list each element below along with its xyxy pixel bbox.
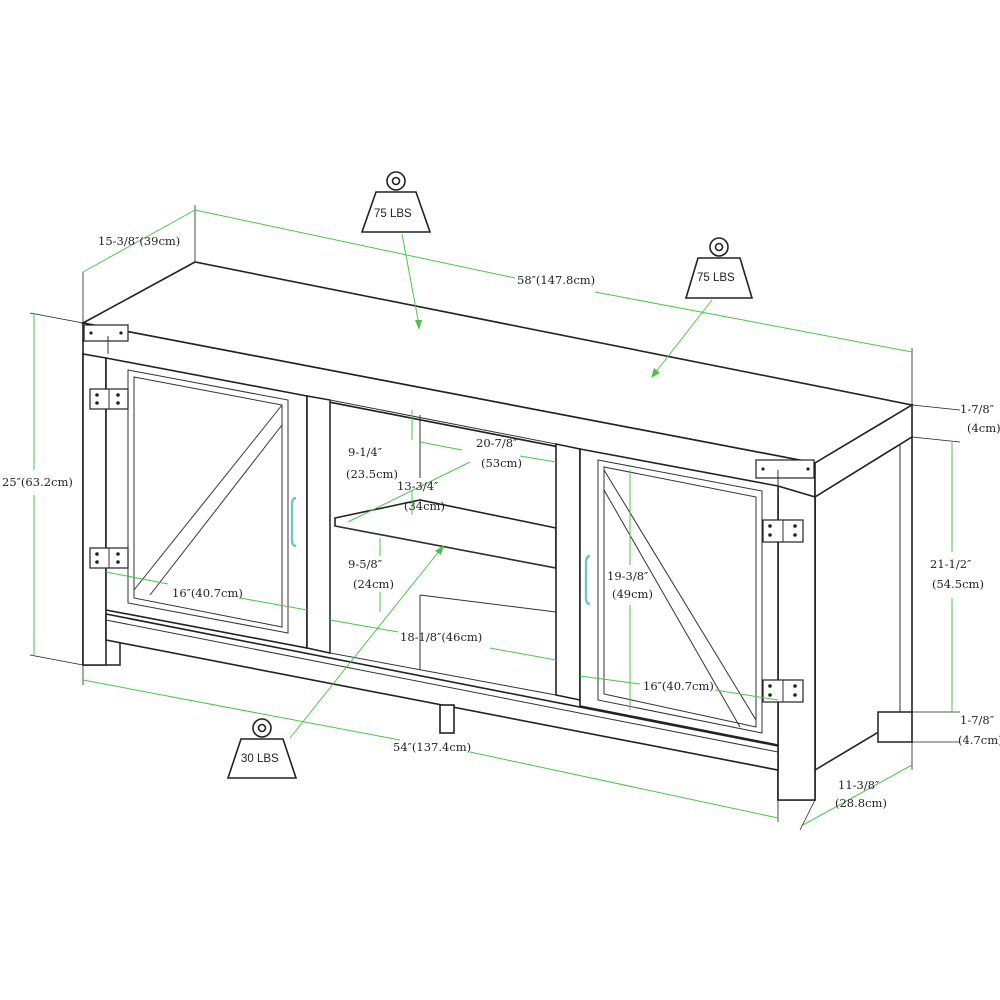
label-shelf-depth: 13-3/4″ xyxy=(397,479,439,493)
label-upper-shelf-height: 9-1/4″ xyxy=(348,445,383,459)
label-left-door-width: 16″(40.7cm) xyxy=(172,586,243,600)
left-upper-hinge xyxy=(89,388,129,410)
right-door-handle xyxy=(584,554,591,606)
label-body-height: 21-1/2″ xyxy=(930,557,972,571)
center-divider-left xyxy=(306,395,331,654)
right-lower-hinge xyxy=(762,679,804,703)
right-back-leg xyxy=(877,711,913,743)
label-opening-width: 18-1/8″(46cm) xyxy=(400,630,482,644)
label-leg-height: 1-7/8″ xyxy=(960,713,995,727)
center-divider-right xyxy=(555,443,581,701)
tv-stand-drawing xyxy=(80,261,915,801)
right-upper-hinge xyxy=(762,519,804,543)
label-right-door-width: 16″(40.7cm) xyxy=(643,679,714,693)
weight-icon-top-right: 75 LBS xyxy=(651,237,754,378)
left-door-handle xyxy=(290,496,297,548)
label-shelf-width: 20-7/8″ xyxy=(476,436,518,450)
dimension-lines xyxy=(29,205,961,831)
left-corner-plate xyxy=(83,324,129,342)
label-base-depth-cm: (28.8cm) xyxy=(835,796,887,810)
label-lower-shelf-height-cm: (24cm) xyxy=(353,577,394,591)
label-body-height-cm: (54.5cm) xyxy=(932,577,984,591)
label-shelf-width-cm: (53cm) xyxy=(481,456,522,470)
right-corner-plate xyxy=(755,459,815,479)
label-base-width: 54″(137.4cm) xyxy=(393,740,471,754)
weight-icon-top-left: 75 LBS xyxy=(360,171,432,330)
weight-label-shelf: 30 LBS xyxy=(241,753,279,765)
label-width-top: 58″(147.8cm) xyxy=(517,273,595,287)
label-depth-top: 15-3/8″(39cm) xyxy=(98,234,180,248)
weight-icon-shelf: 30 LBS xyxy=(226,545,444,779)
label-base-depth: 11-3/8″ xyxy=(838,778,880,792)
label-height-total: 25″(63.2cm) xyxy=(2,475,73,489)
label-shelf-depth-cm: (34cm) xyxy=(404,499,445,513)
back-center-leg xyxy=(439,704,455,734)
label-top-thickness-cm: (4cm) xyxy=(967,421,1000,435)
label-top-thickness: 1-7/8″ xyxy=(960,402,995,416)
label-lower-shelf-height: 9-5/8″ xyxy=(348,557,383,571)
label-door-height: 19-3/8″ xyxy=(607,569,649,583)
dimension-labels: 15-3/8″(39cm) 58″(147.8cm) 25″(63.2cm) 1… xyxy=(2,234,1000,810)
label-upper-shelf-height-cm: (23.5cm) xyxy=(346,467,398,481)
weight-label-top-left: 75 LBS xyxy=(374,208,412,220)
weight-label-top-right: 75 LBS xyxy=(697,272,735,284)
label-leg-height-cm: (4.7cm) xyxy=(958,733,1000,747)
left-lower-hinge xyxy=(89,547,129,569)
label-door-height-cm: (49cm) xyxy=(612,587,653,601)
right-door xyxy=(579,448,779,746)
